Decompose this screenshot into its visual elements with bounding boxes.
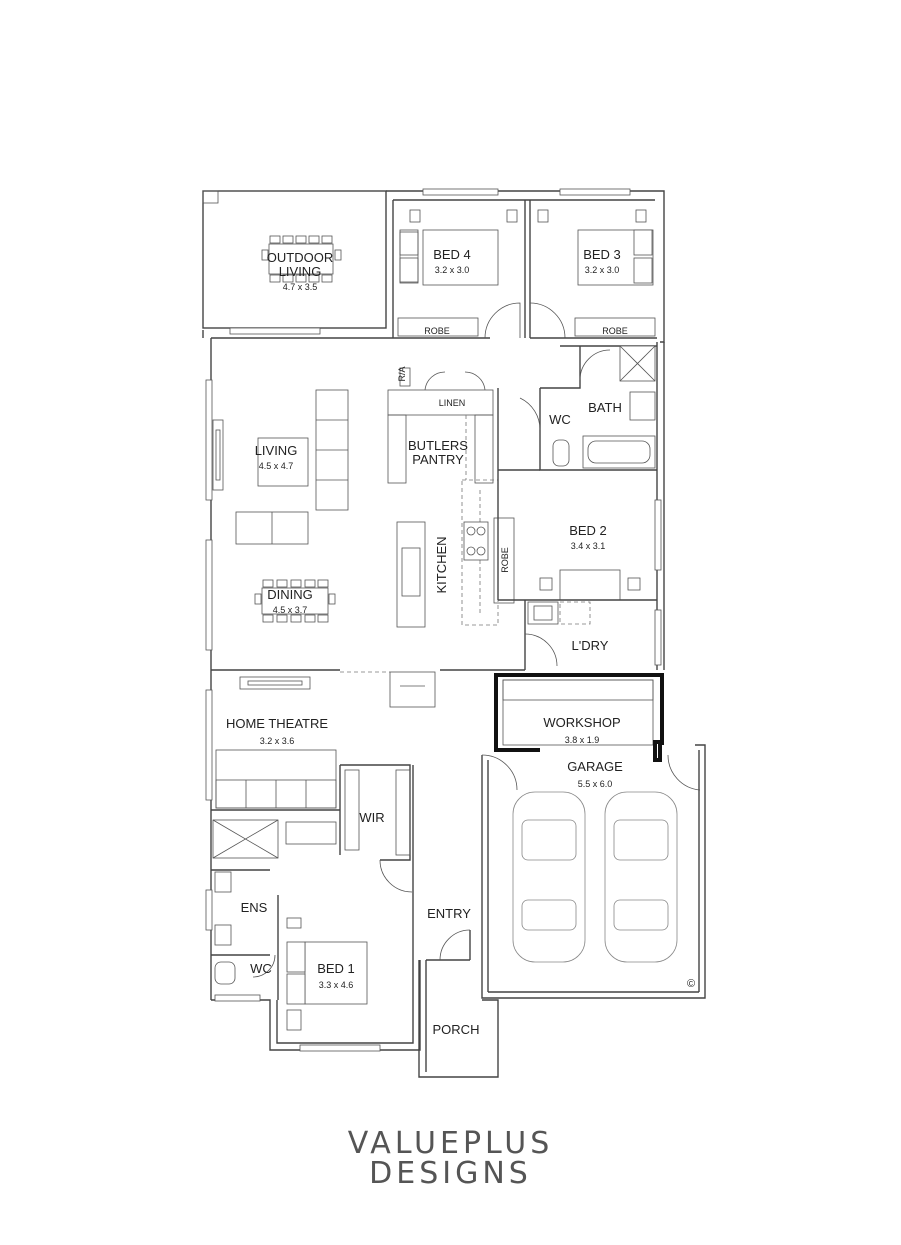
windows [205, 188, 662, 1052]
copyright-mark: © [687, 978, 695, 990]
master-suite [211, 764, 414, 1031]
home-theatre-dim: 3.2 x 3.6 [260, 736, 295, 746]
entry-label: ENTRY [427, 906, 471, 921]
wc-upper-label: WC [549, 412, 571, 427]
butlers-label-2: PANTRY [412, 452, 464, 467]
dining-dim: 4.5 x 3.7 [273, 605, 308, 615]
bed2-label: BED 2 [569, 523, 607, 538]
workshop-label: WORKSHOP [543, 715, 620, 730]
bed2-dim: 3.4 x 3.1 [571, 541, 606, 551]
porch-label: PORCH [433, 1022, 480, 1037]
workshop-dim: 3.8 x 1.9 [565, 735, 600, 745]
car-right [604, 791, 678, 963]
kitchen-area [396, 470, 515, 628]
floor-plan: OUTDOOR LIVING 4.7 x 3.5 BED 4 3.2 x 3.0… [202, 188, 706, 1078]
robe-bed3-label: ROBE [602, 326, 628, 336]
bed1-dim: 3.3 x 4.6 [319, 980, 354, 990]
bed3-label: BED 3 [583, 247, 621, 262]
garage-dim: 5.5 x 6.0 [578, 779, 613, 789]
laundry-label: L'DRY [572, 638, 609, 653]
ra-label: R/A [397, 366, 407, 381]
brand-plus: PLUS [462, 1126, 554, 1161]
bed3-dim: 3.2 x 3.0 [585, 265, 620, 275]
dining-label: DINING [267, 587, 313, 602]
home-theatre-label: HOME THEATRE [226, 716, 328, 731]
garage-label: GARAGE [567, 759, 623, 774]
butlers-label-1: BUTLERS [408, 438, 468, 453]
bed3-room [529, 200, 657, 347]
workshop-garage [481, 673, 701, 963]
wc-lower-label: WC [250, 961, 272, 976]
bed4-label: BED 4 [433, 247, 471, 262]
kitchen-label: KITCHEN [434, 536, 449, 593]
car-left [512, 791, 586, 963]
brand-line-2: DESIGNS [369, 1156, 532, 1191]
brand-value: VALUE [347, 1126, 463, 1161]
bed4-dim: 3.2 x 3.0 [435, 265, 470, 275]
linen-label: LINEN [439, 398, 466, 408]
home-theatre-room [211, 671, 436, 811]
bed4-room [392, 200, 526, 339]
bed1-label: BED 1 [317, 961, 355, 976]
bed2-room [498, 569, 657, 670]
outdoor-living-label-2: LIVING [279, 264, 322, 279]
wir-label: WIR [359, 810, 384, 825]
living-label: LIVING [255, 443, 298, 458]
outdoor-living-label-1: OUTDOOR [267, 250, 333, 265]
robe-bed2-label: ROBE [500, 547, 510, 573]
entry-porch [426, 929, 471, 961]
outdoor-living-dim: 4.7 x 3.5 [283, 282, 318, 292]
robe-bed4-label: ROBE [424, 326, 450, 336]
brand-line-1: VALUEPLUS [0, 1126, 901, 1161]
living-dim: 4.5 x 4.7 [259, 461, 294, 471]
bathroom-area [387, 345, 657, 484]
bath-label: BATH [588, 400, 622, 415]
ens-label: ENS [241, 900, 268, 915]
living-dining-area [211, 389, 525, 673]
room-labels: OUTDOOR LIVING 4.7 x 3.5 BED 4 3.2 x 3.0… [226, 247, 695, 1037]
